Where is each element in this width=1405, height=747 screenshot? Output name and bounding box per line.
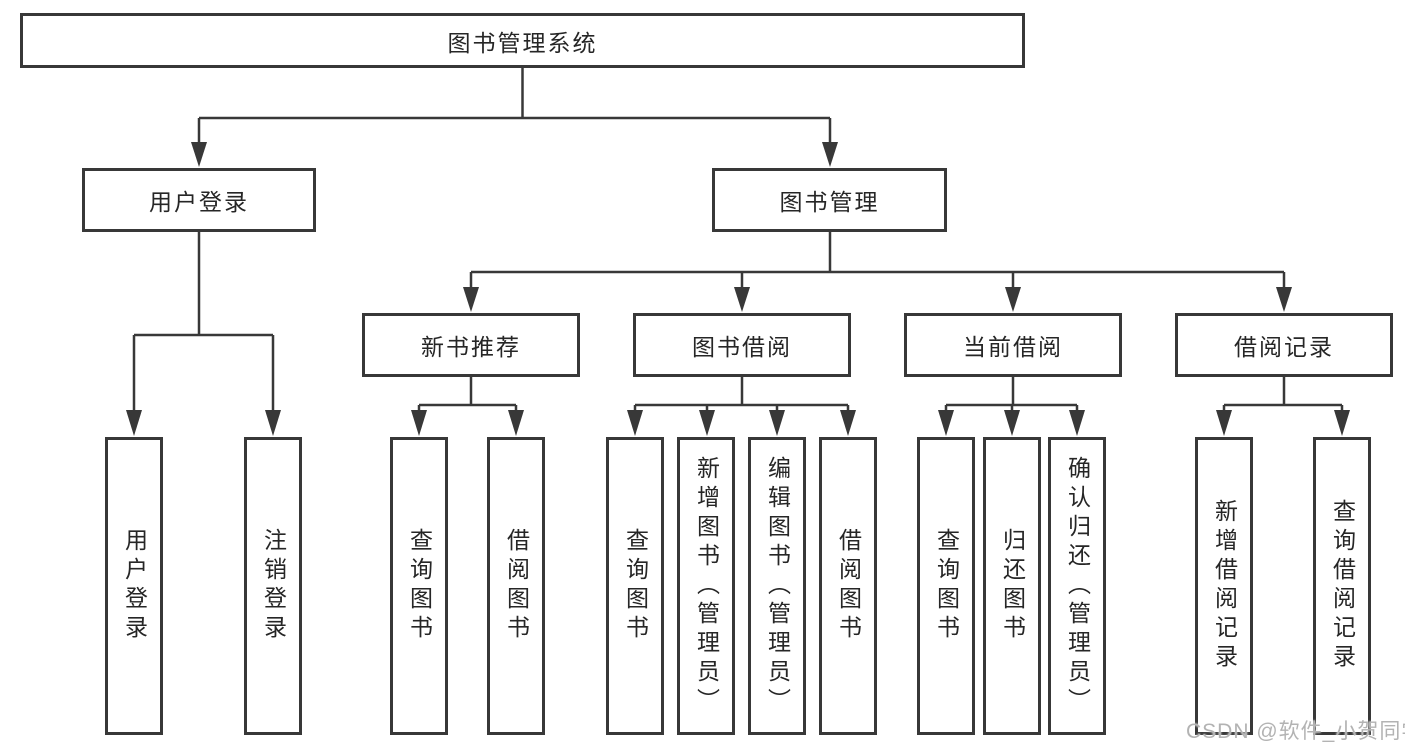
- node-library-system: 图书管理系统: [20, 13, 1025, 68]
- node-book-management-label: 图书管理: [779, 189, 880, 215]
- leaf-borrowing-edit-books-admin-label: 编辑图书（管理员）: [764, 455, 791, 717]
- node-user-login: 用户登录: [82, 168, 316, 232]
- leaf-current-return-books-label: 归还图书: [999, 528, 1026, 644]
- node-book-borrowing: 图书借阅: [633, 313, 851, 377]
- leaf-user-login-label: 用户登录: [121, 528, 148, 644]
- node-book-management: 图书管理: [712, 168, 947, 232]
- connector-userlogin-to-leaves: [126, 232, 281, 436]
- leaf-newbook-borrow-books: 借阅图书: [487, 437, 545, 735]
- leaf-borrowing-add-books-admin-label: 新增图书（管理员）: [693, 455, 720, 717]
- node-book-borrowing-label: 图书借阅: [692, 334, 792, 360]
- leaf-newbook-query-books: 查询图书: [390, 437, 448, 735]
- csdn-watermark: CSDN @软件_小贺同学: [1186, 720, 1405, 743]
- connector-newbooks-to-leaves: [411, 377, 524, 436]
- node-new-book-recommend-label: 新书推荐: [421, 334, 521, 360]
- connector-bookmgmt-to-level3: [463, 232, 1292, 312]
- leaf-current-return-books: 归还图书: [983, 437, 1041, 735]
- node-current-borrowing-label: 当前借阅: [963, 334, 1063, 360]
- node-current-borrowing: 当前借阅: [904, 313, 1122, 377]
- connector-current-to-leaves: [938, 377, 1085, 436]
- leaf-current-confirm-return-admin: 确认归还（管理员）: [1048, 437, 1106, 735]
- leaf-borrowing-borrow-books-label: 借阅图书: [835, 528, 862, 644]
- leaf-borrowing-query-books-label: 查询图书: [622, 528, 649, 644]
- leaf-records-query-record-label: 查询借阅记录: [1329, 499, 1356, 673]
- leaf-borrowing-query-books: 查询图书: [606, 437, 664, 735]
- leaf-newbook-query-books-label: 查询图书: [406, 528, 433, 644]
- node-borrow-records-label: 借阅记录: [1234, 334, 1334, 360]
- connector-root-to-level2: [191, 68, 838, 167]
- node-new-book-recommend: 新书推荐: [362, 313, 580, 377]
- leaf-user-login: 用户登录: [105, 437, 163, 735]
- node-library-system-label: 图书管理系统: [447, 29, 598, 56]
- leaf-borrowing-edit-books-admin: 编辑图书（管理员）: [748, 437, 806, 735]
- leaf-newbook-borrow-books-label: 借阅图书: [503, 528, 530, 644]
- leaf-records-add-record-label: 新增借阅记录: [1211, 499, 1238, 673]
- leaf-logout: 注销登录: [244, 437, 302, 735]
- leaf-logout-label: 注销登录: [260, 528, 287, 644]
- node-user-login-label: 用户登录: [149, 189, 249, 215]
- leaf-current-query-books: 查询图书: [917, 437, 975, 735]
- node-borrow-records: 借阅记录: [1175, 313, 1393, 377]
- leaf-borrowing-add-books-admin: 新增图书（管理员）: [677, 437, 735, 735]
- connector-records-to-leaves: [1216, 377, 1350, 436]
- leaf-current-query-books-label: 查询图书: [933, 528, 960, 644]
- connector-borrowing-to-leaves: [627, 377, 856, 436]
- leaf-current-confirm-return-admin-label: 确认归还（管理员）: [1064, 455, 1091, 717]
- leaf-records-query-record: 查询借阅记录: [1313, 437, 1371, 735]
- leaf-borrowing-borrow-books: 借阅图书: [819, 437, 877, 735]
- leaf-records-add-record: 新增借阅记录: [1195, 437, 1253, 735]
